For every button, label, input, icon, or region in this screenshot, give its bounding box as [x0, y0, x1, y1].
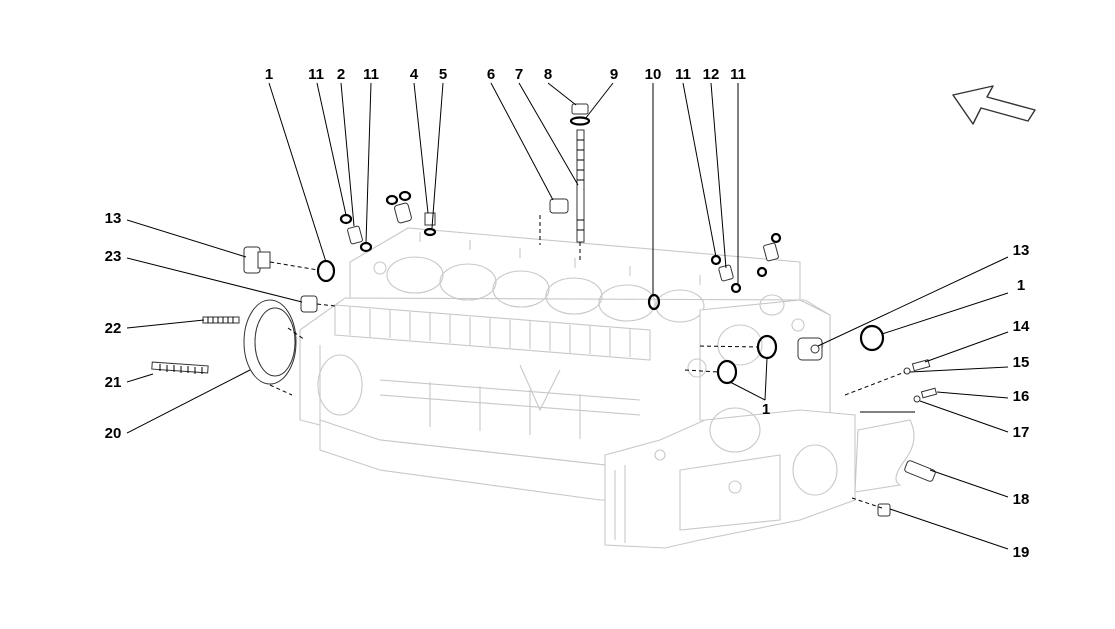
stud-part-22 [202, 316, 240, 324]
callout-label: 18 [1013, 491, 1030, 508]
o-ring-part-1-right [859, 324, 885, 352]
callout-label: 8 [544, 66, 552, 83]
callout-label: 9 [610, 66, 618, 83]
callout-label: 17 [1013, 424, 1030, 441]
callout-label: 15 [1013, 354, 1030, 371]
nut-part-8 [571, 103, 589, 115]
callout-label: 13 [1013, 242, 1030, 259]
plug-part-6 [539, 198, 569, 245]
callout-label: 23 [105, 248, 122, 265]
arrow-up-left-icon [952, 85, 1036, 125]
callout-label: 13 [105, 210, 122, 227]
callout-label: 11 [675, 66, 691, 83]
pipe-part-18 [854, 411, 936, 493]
callout-label: 10 [645, 66, 662, 83]
callout-label: 19 [1013, 544, 1030, 561]
callout-label: 6 [487, 66, 495, 83]
plug-part-19 [851, 497, 891, 517]
callout-label: 11 [730, 66, 746, 83]
callout-label: 11 [308, 66, 324, 83]
stud-part-21 [151, 361, 209, 374]
crank-ribs [334, 304, 651, 361]
plug-part-13-right [797, 337, 823, 361]
o-ring-part-1-mid-b [716, 359, 738, 385]
bolt-part-14-15 [844, 359, 931, 396]
fitting-pair-top-right [756, 232, 782, 278]
callout-label: 11 [363, 66, 379, 83]
o-ring-part-1-left [316, 259, 336, 283]
washer-part-9 [569, 116, 591, 126]
callout-label: 12 [703, 66, 720, 83]
seal-part-20 [243, 299, 306, 396]
callout-label: 7 [515, 66, 523, 83]
callout-label: 5 [439, 66, 447, 83]
o-ring-part-10 [647, 293, 661, 311]
callout-label: 22 [105, 320, 122, 337]
stud-part-7 [576, 129, 585, 262]
cylinder-bores [386, 256, 705, 323]
leader-lines [126, 82, 1009, 550]
crankcase-block [299, 227, 856, 549]
callout-label: 1 [265, 66, 273, 83]
fitting-pair-top-left [385, 190, 412, 224]
plug-part-13-left [243, 246, 319, 274]
callout-label: 1 [1017, 277, 1025, 294]
callout-label: 14 [1013, 318, 1030, 335]
callout-label: 20 [105, 425, 122, 442]
screw-part-4-5 [423, 212, 437, 237]
callout-label: 1 [762, 401, 770, 418]
plug-part-23 [300, 295, 336, 313]
callout-label: 21 [105, 374, 122, 391]
callout-label: 4 [410, 66, 419, 83]
callout-labels: 1 11 2 11 4 5 6 7 8 9 10 11 12 11 13 23 … [105, 66, 1030, 561]
bolt-part-16-17 [913, 387, 938, 403]
callout-label: 16 [1013, 388, 1030, 405]
callout-label: 2 [337, 66, 345, 83]
